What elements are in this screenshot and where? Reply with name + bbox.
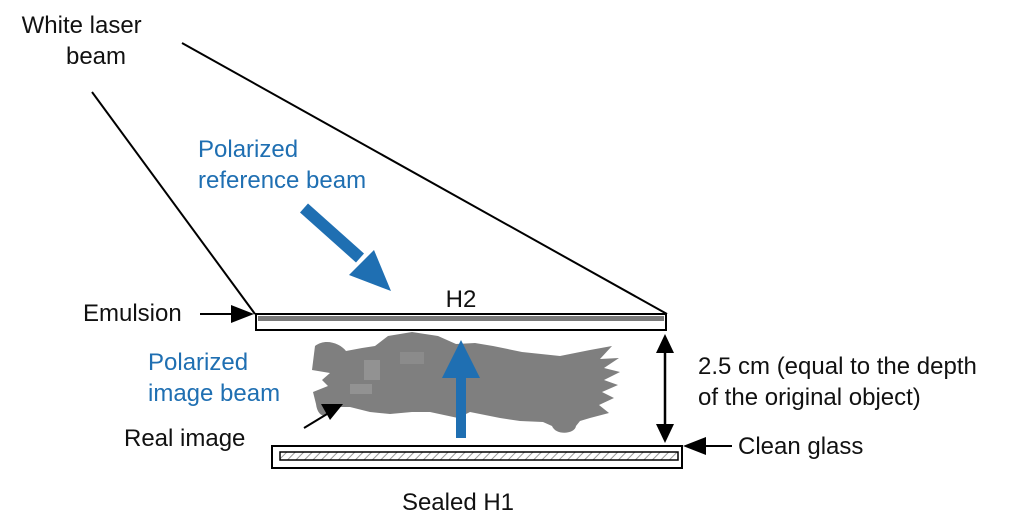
- real-image-pointer-arrow-icon: [303, 404, 343, 429]
- sealed-h1-plate: [271, 445, 683, 469]
- emulsion-pointer-arrow-icon: [200, 305, 254, 323]
- clean-glass-pointer-arrow-icon: [683, 437, 732, 455]
- image-beam-arrow-icon: [442, 340, 480, 438]
- polarized-reference-beam-label: Polarized reference beam: [198, 136, 366, 194]
- sealed-h1-label: Sealed H1: [402, 489, 514, 516]
- emulsion-label: Emulsion: [83, 300, 182, 327]
- real-image-label: Real image: [124, 425, 245, 452]
- polarized-image-beam-label-line2: image beam: [148, 380, 280, 407]
- h2-plate: [255, 313, 667, 331]
- polarized-reference-beam-label-line1: Polarized: [198, 136, 298, 163]
- polarized-image-beam-label-line1: Polarized: [148, 349, 248, 376]
- white-laser-beam-left-line: [91, 91, 256, 315]
- h2-label: H2: [446, 286, 477, 313]
- white-laser-beam-label-line2: beam: [66, 43, 126, 70]
- white-laser-beam-right-line: [181, 42, 668, 315]
- reference-beam-arrow-icon: [300, 203, 391, 291]
- depth-label: 2.5 cm (equal to the depth of the origin…: [698, 353, 984, 411]
- depth-label-line2: of the original object): [698, 384, 921, 411]
- white-laser-beam-label: White laser beam: [22, 12, 149, 70]
- depth-label-line1: 2.5 cm (equal to the depth: [698, 353, 977, 380]
- polarized-reference-beam-label-line2: reference beam: [198, 167, 366, 194]
- depth-double-arrow-icon: [656, 334, 674, 443]
- polarized-image-beam-label: Polarized image beam: [148, 349, 280, 407]
- clean-glass-label: Clean glass: [738, 433, 863, 460]
- white-laser-beam-label-line1: White laser: [22, 12, 142, 39]
